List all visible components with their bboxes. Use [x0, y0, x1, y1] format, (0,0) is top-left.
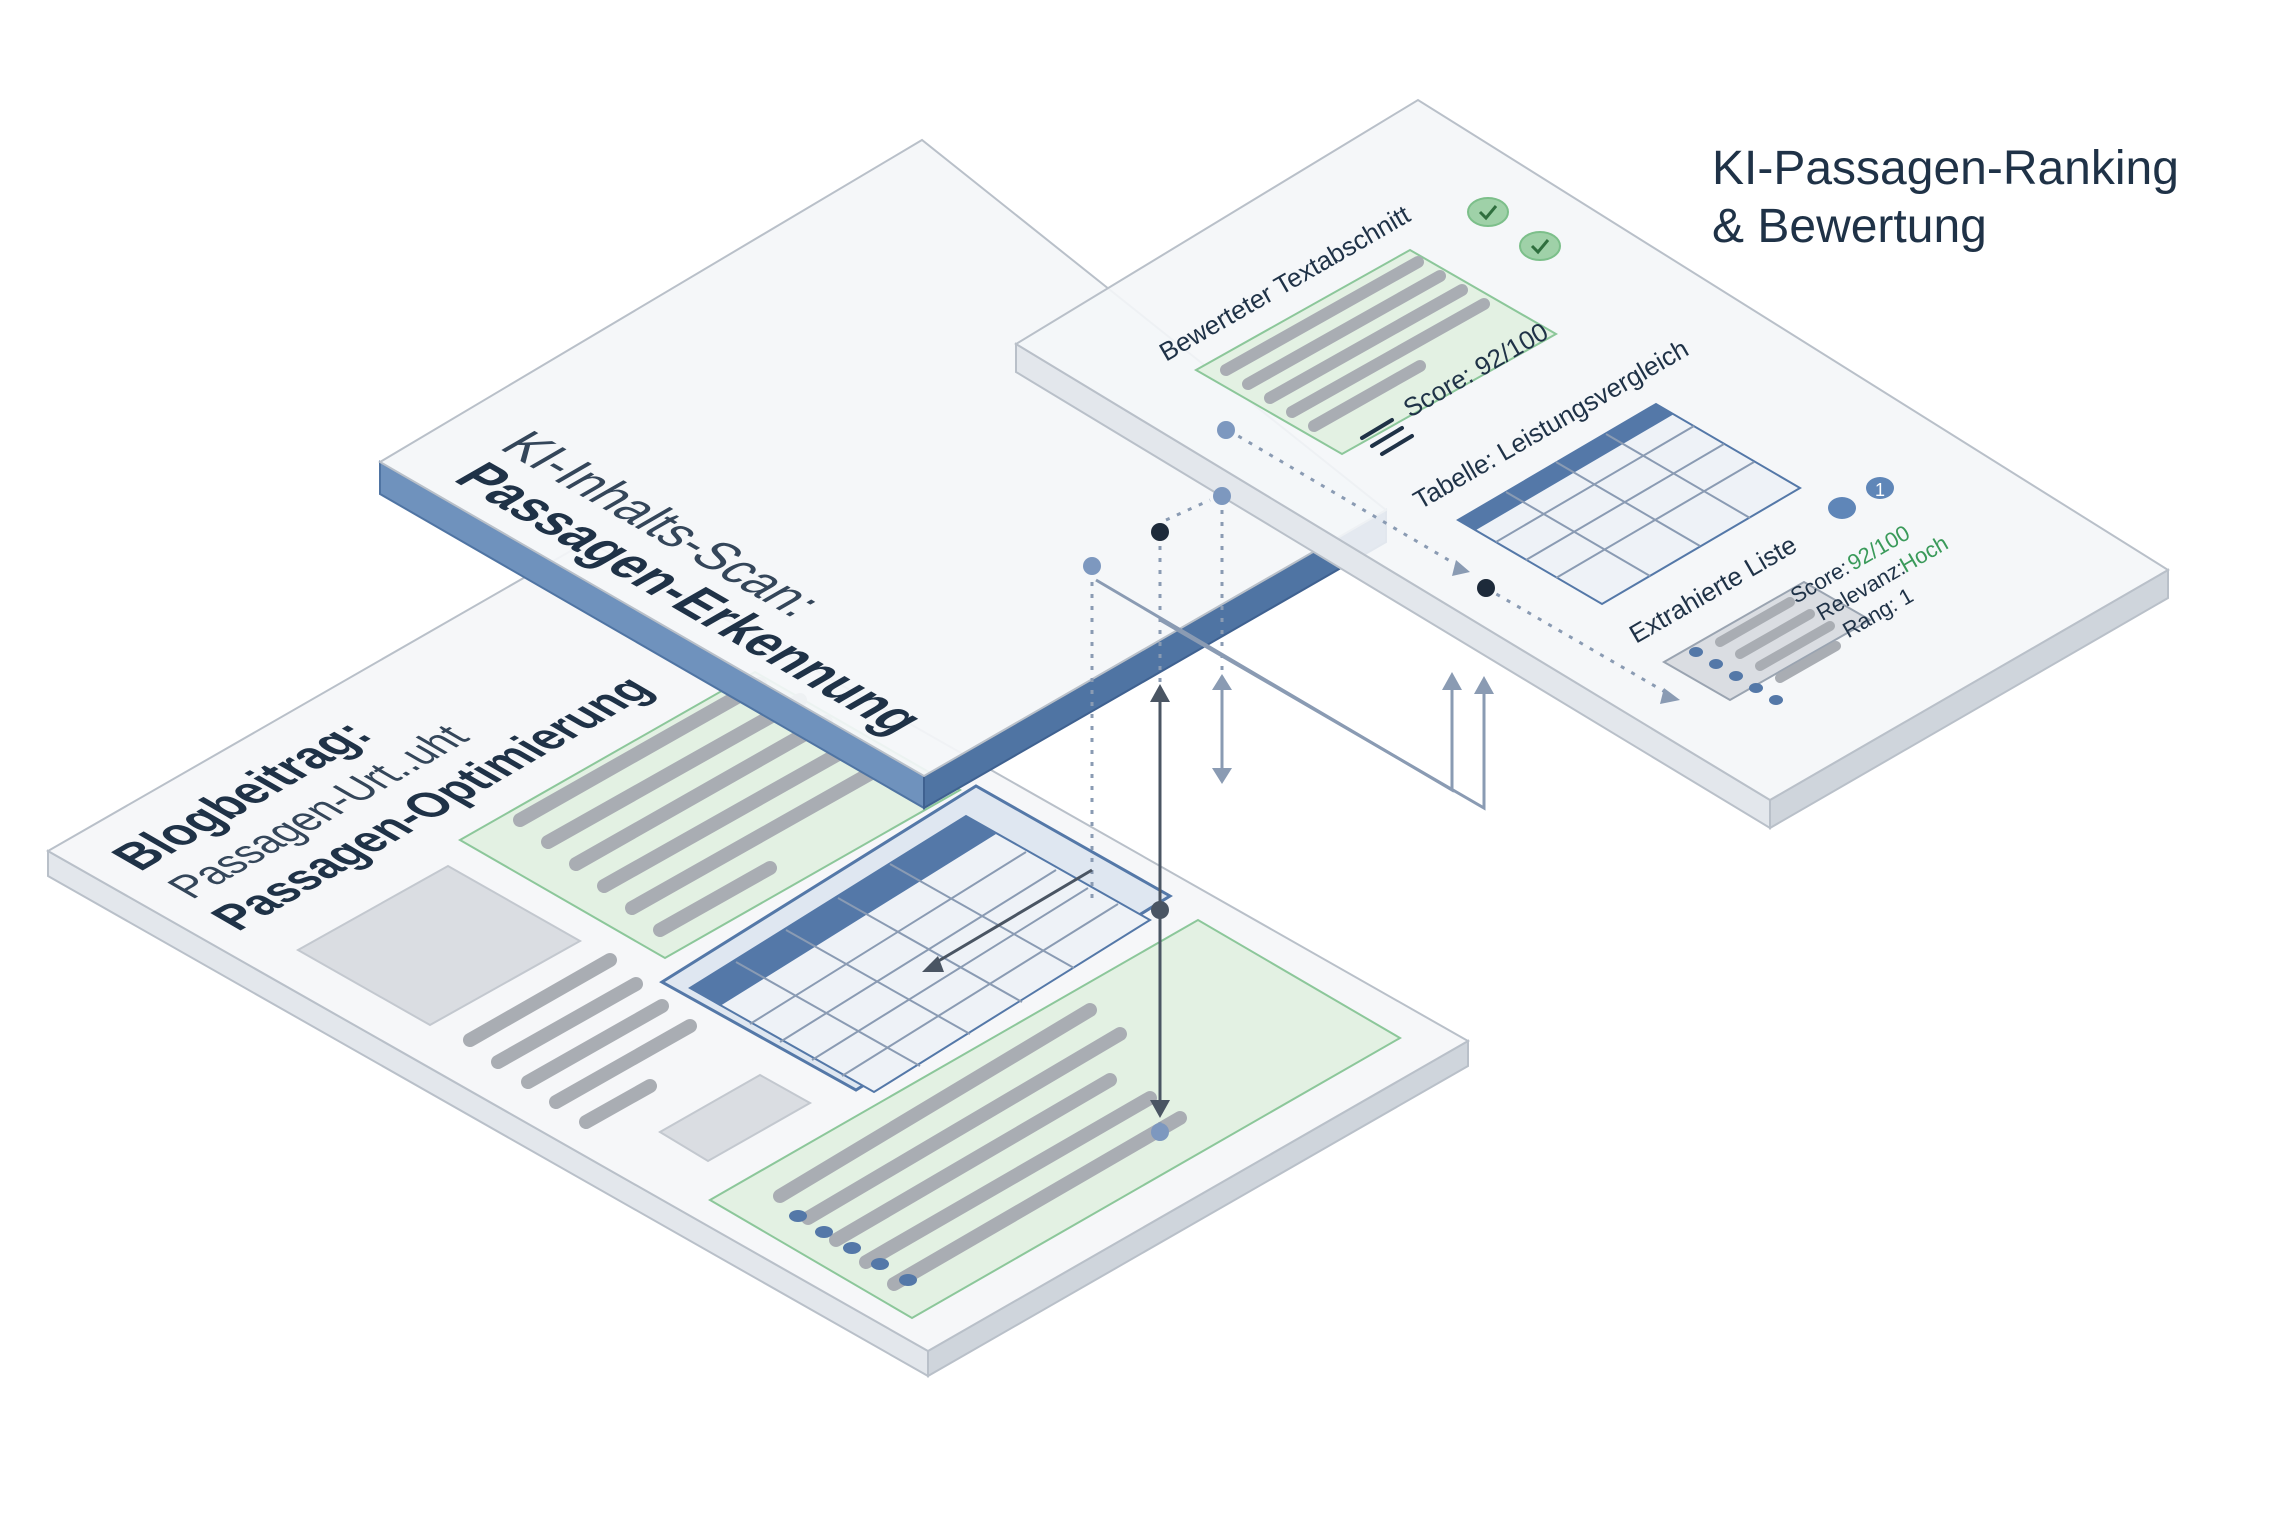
- ranking-panel: 1: [1014, 98, 2170, 830]
- page-title-line1: KI-Passagen-Ranking: [1712, 142, 2179, 195]
- ranking-table: [1456, 402, 1802, 606]
- list-icon: [1360, 418, 1414, 456]
- blog-panel: [45, 539, 1471, 1378]
- page-title-line2: & Bewertung: [1712, 200, 1987, 253]
- scan-panel: [378, 138, 1388, 810]
- blog-table: [659, 784, 1173, 1094]
- check-icon: [1467, 197, 1509, 227]
- badge-number: 1: [1875, 480, 1885, 500]
- evaluated-passage: [1193, 248, 1559, 456]
- badge-icon: 1: [1828, 477, 1894, 519]
- image-placeholder-small: [658, 1073, 813, 1163]
- text-lines-left: [463, 953, 697, 1129]
- connectors: [922, 421, 1680, 1141]
- check-icon: [1519, 231, 1561, 261]
- image-placeholder: [295, 864, 583, 1027]
- list-bullets: [789, 1210, 917, 1286]
